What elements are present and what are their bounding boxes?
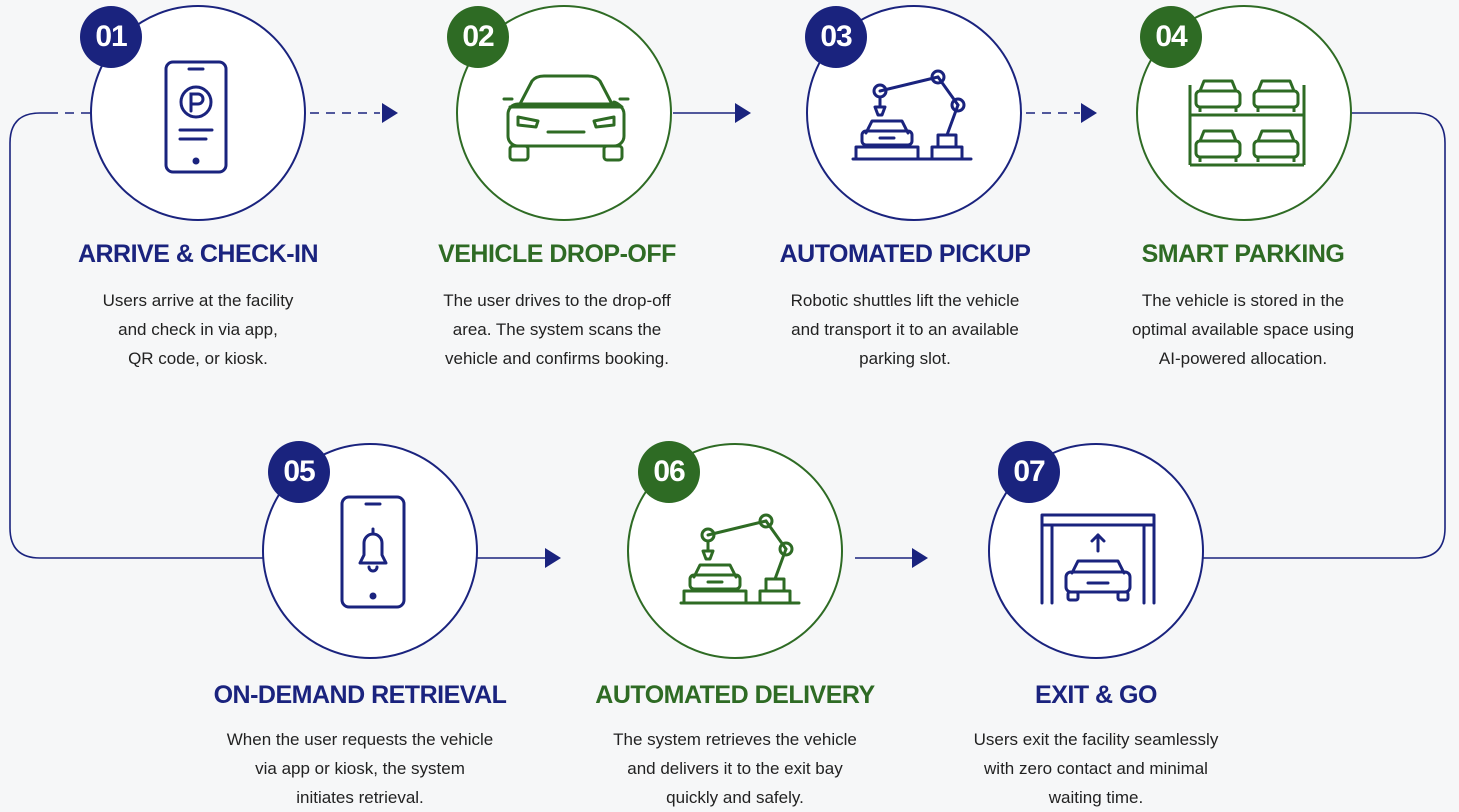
step-2-title: VEHICLE DROP-OFF: [438, 240, 676, 268]
step-7-number: 07: [998, 441, 1060, 503]
car-front-icon: [502, 74, 630, 162]
step-6-number: 06: [638, 441, 700, 503]
arrow-1: [382, 103, 398, 123]
robot-arm-car-icon: [679, 513, 801, 605]
parking-phone-icon: [164, 60, 228, 174]
step-1-number: 01: [80, 6, 142, 68]
step-2-number: 02: [447, 6, 509, 68]
arrow-5: [912, 548, 928, 568]
arrow-4: [545, 548, 561, 568]
step-4-title: SMART PARKING: [1141, 240, 1345, 268]
step-3-number: 03: [805, 6, 867, 68]
robot-arm-car-icon: [851, 69, 973, 161]
parking-rack-icon: [1188, 79, 1306, 167]
step-6-title: AUTOMATED DELIVERY: [595, 681, 875, 709]
step-7-title: EXIT & GO: [1035, 681, 1157, 709]
step-3-circle: [806, 5, 1022, 221]
step-3-title: AUTOMATED PICKUP: [779, 240, 1031, 268]
arrow-3: [1081, 103, 1097, 123]
step-5-number: 05: [268, 441, 330, 503]
step-4-number: 04: [1140, 6, 1202, 68]
notification-phone-icon: [340, 495, 406, 609]
step-5-title: ON-DEMAND RETRIEVAL: [213, 681, 507, 709]
arrow-2: [735, 103, 751, 123]
step-7-circle: [988, 443, 1204, 659]
exit-gate-car-icon: [1040, 513, 1156, 605]
step-1-title: ARRIVE & CHECK-IN: [77, 240, 319, 268]
